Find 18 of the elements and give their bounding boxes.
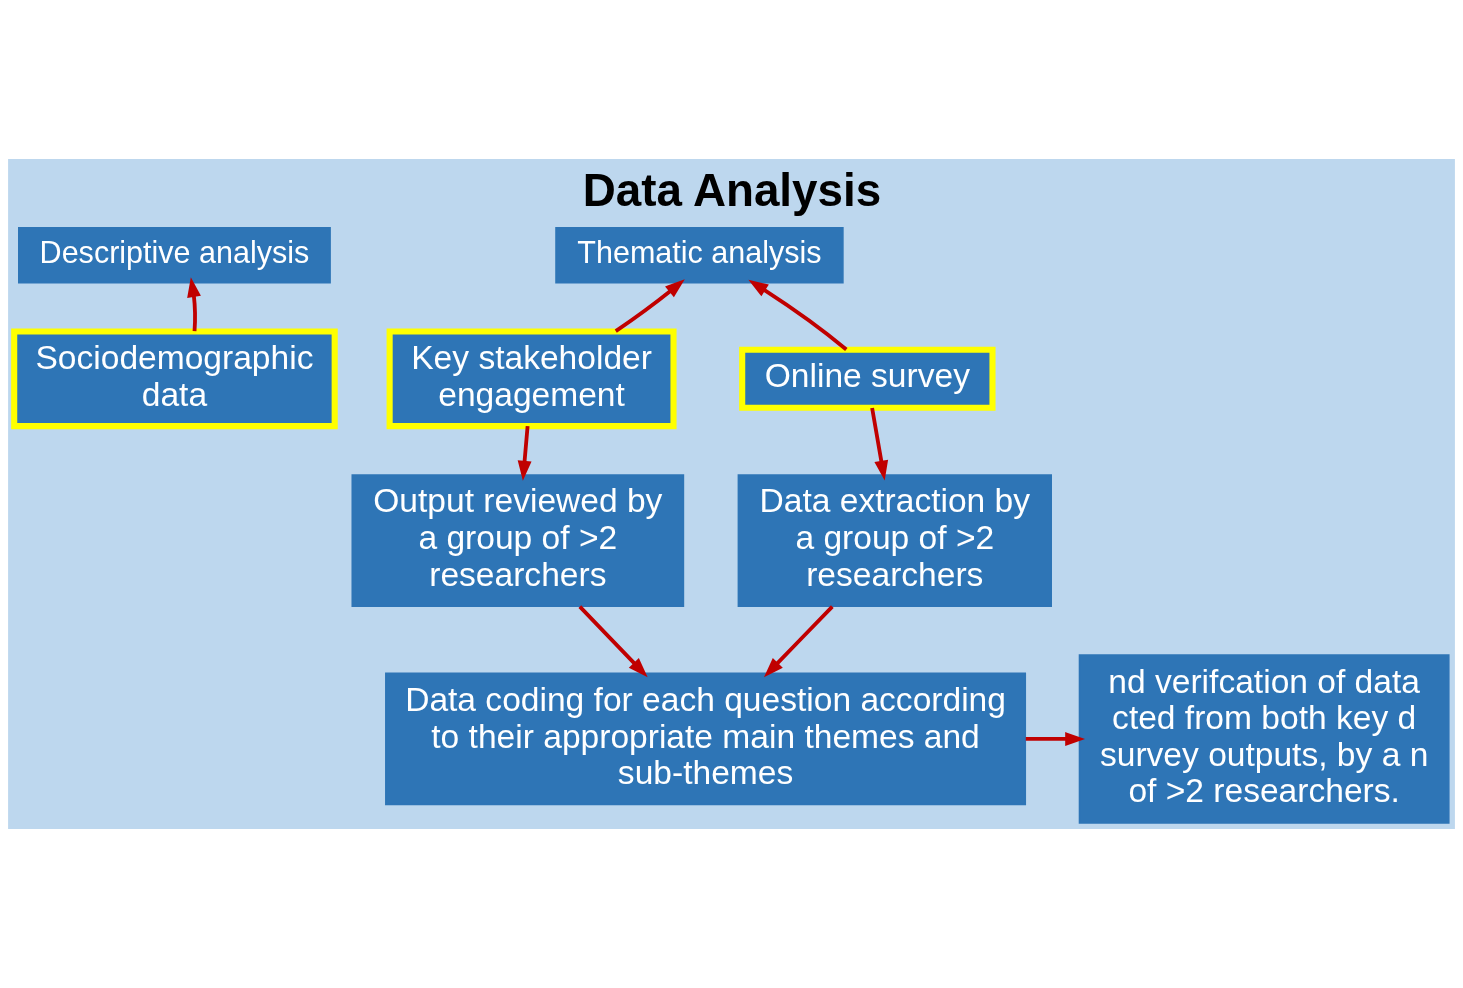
arrow [614,279,685,333]
arrow [748,279,848,351]
node-box: Key stakeholder engagement [386,328,677,430]
arrow [870,407,889,481]
node-box: Output reviewed by a group of >2 researchers [351,474,685,607]
arrow [1025,732,1086,746]
node-box: Online survey [739,346,996,411]
node-box: nd verifcation of data cted from both key d survey outputs, by a n of >2 researchers. [1078,654,1450,824]
node-box: Thematic analysis [555,226,844,284]
arrow [517,426,532,481]
node-box: Descriptive analysis [18,226,331,284]
node-box: Data coding for each question according to their appropriate main themes and sub-themes [385,672,1027,806]
arrow [763,605,834,678]
node-box: Sociodemographic data [11,328,338,430]
arrow [578,605,648,678]
node-box: Data extraction by a group of >2 researchers [737,474,1052,607]
diagram-title: Data Analysis [582,165,882,217]
arrow [187,277,201,332]
